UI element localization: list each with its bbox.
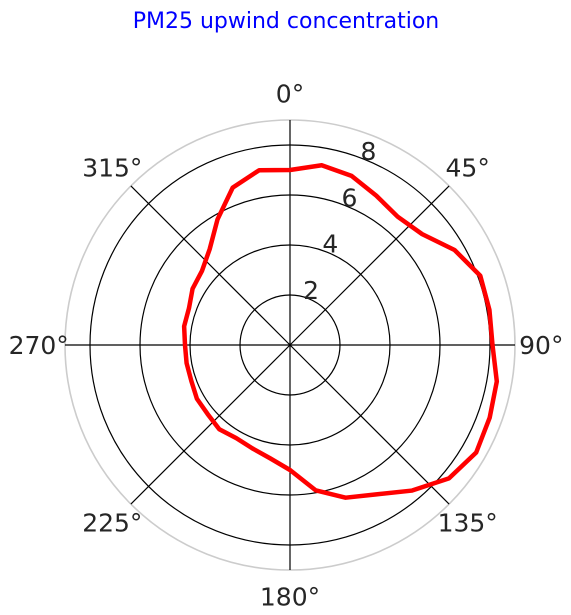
r-tick-label-4: 4 [322, 230, 338, 259]
angle-tick-label-180: 180° [260, 582, 320, 611]
r-tick-label-8: 8 [361, 137, 377, 166]
r-tick-label-6: 6 [341, 183, 357, 212]
r-tick-label-2: 2 [303, 276, 319, 305]
r-gridline-2 [239, 294, 341, 396]
series-line [181, 163, 500, 500]
angle-tick-label-315: 315° [82, 153, 142, 182]
angle-tick-label-45: 45° [446, 153, 490, 182]
angle-gridline-225 [130, 344, 291, 505]
angle-gridline-45 [289, 185, 450, 346]
chart-title: PM25 upwind concentration [133, 9, 440, 34]
angle-tick-label-135: 135° [438, 509, 498, 538]
angle-gridline-135 [289, 344, 450, 505]
angle-tick-label-0: 0° [276, 80, 304, 109]
polar-grid [64, 119, 516, 571]
angle-gridline-315 [130, 185, 291, 346]
series-layer [181, 163, 500, 500]
angle-tick-label-90: 90° [519, 331, 563, 360]
r-gridline-6 [139, 194, 441, 496]
r-gridline-8 [89, 144, 491, 546]
r-gridline-4 [189, 244, 391, 446]
angle-tick-label-270: 270° [9, 331, 69, 360]
angle-tick-label-225: 225° [82, 509, 142, 538]
